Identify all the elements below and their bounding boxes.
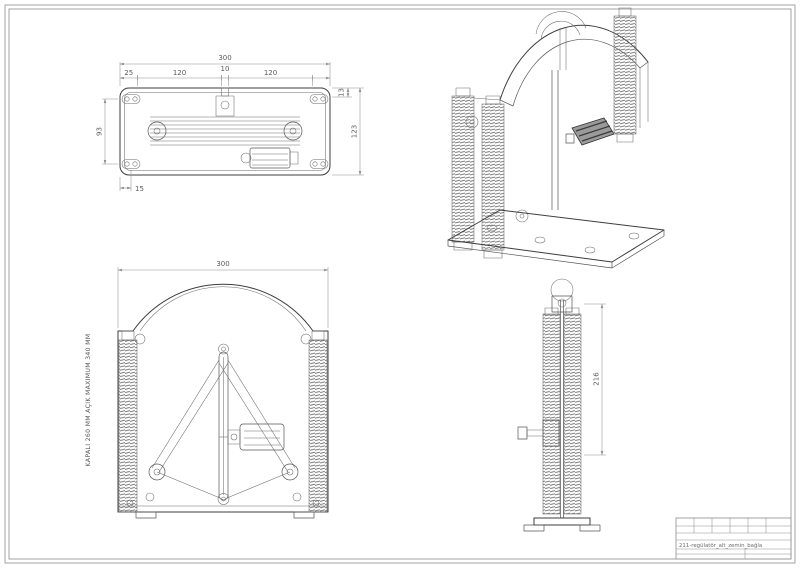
side-base: [523, 517, 601, 532]
title-block-drawing-name: 211-regülatör_alt_zemin_bağla: [679, 542, 762, 549]
front-spring-right: [308, 330, 328, 513]
iso-motor: [565, 117, 615, 146]
view-side: 216: [517, 278, 606, 532]
corner-slot: [309, 94, 329, 104]
front-center-channel: [218, 343, 229, 501]
side-spring-rear: [563, 307, 582, 515]
front-part: [117, 283, 329, 519]
corner-slot: [121, 159, 141, 169]
dim-top-seg-25: 25: [124, 69, 133, 77]
top-plan-dimensions: 300 25 120 10 120 13 123 93 15: [96, 54, 364, 193]
front-actuator: [219, 423, 285, 451]
side-part: [517, 278, 601, 532]
dim-front-overall-width: 300: [216, 260, 229, 268]
iso-center-rod: [465, 70, 559, 223]
iso-base-plate: [447, 209, 665, 269]
iso-spring-left-front: [451, 87, 475, 251]
view-isometric: [447, 7, 665, 269]
side-clamp-bolt: [517, 419, 560, 447]
front-dimensions: 300 KAPALI 260 MM AÇIK MAXIMUM 340 MM: [85, 260, 329, 467]
dim-top-overall-width: 300: [218, 54, 231, 62]
dim-top-seg-10: 10: [221, 65, 230, 73]
center-bracket: [215, 87, 235, 117]
side-spring-front: [542, 307, 561, 515]
title-block: 211-regülatör_alt_zemin_bağla: [675, 517, 792, 560]
iso-spring-left-rear: [481, 95, 505, 259]
iso-spring-right: [613, 7, 637, 143]
corner-slot: [309, 159, 329, 169]
dim-side-216: 216: [593, 372, 601, 386]
dim-top-13: 13: [338, 88, 346, 97]
dim-top-seg-120a: 120: [173, 69, 186, 77]
view-top-plan: 300 25 120 10 120 13 123 93 15: [96, 54, 364, 193]
corner-slot: [121, 94, 141, 104]
iso-pulley: [535, 11, 587, 70]
front-bottom-holes: [126, 492, 320, 507]
front-scissor-arms: [148, 359, 299, 505]
view-front: 300 KAPALI 260 MM AÇIK MAXIMUM 340 MM: [85, 260, 329, 519]
front-spring-left: [118, 330, 138, 513]
top-plan-part: [119, 87, 331, 176]
front-travel-note: KAPALI 260 MM AÇIK MAXIMUM 340 MM: [85, 334, 92, 467]
dim-top-123: 123: [351, 125, 359, 138]
sheet-frame-inner: [8, 8, 792, 560]
scissor-stack: [147, 116, 303, 146]
dim-top-15: 15: [135, 185, 144, 193]
side-top-bracket: [550, 278, 574, 313]
dim-top-seg-120b: 120: [264, 69, 277, 77]
actuator: [240, 147, 299, 169]
sheet-frame-outer: [4, 4, 796, 564]
dim-top-93: 93: [96, 127, 104, 136]
side-dimensions: 216: [584, 303, 606, 456]
